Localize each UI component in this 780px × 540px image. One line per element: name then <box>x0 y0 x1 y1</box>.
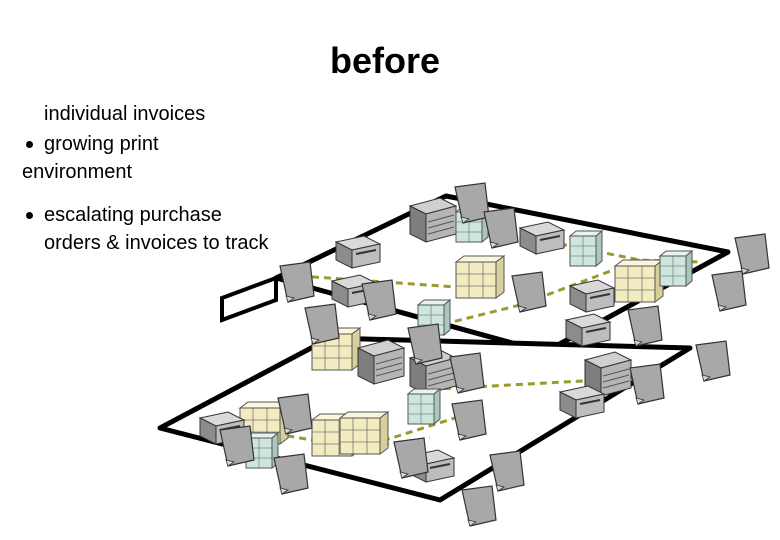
bullet-dot <box>26 212 33 219</box>
bullet-line-individual-invoices: individual invoices <box>44 103 206 125</box>
bullet-item-escalating-line2: orders & invoices to track <box>44 232 269 254</box>
bullet-item-growing-print: growing print <box>44 133 159 155</box>
bullet-item-escalating-line1: escalating purchase <box>44 204 222 226</box>
bullet-dot <box>26 141 33 148</box>
upper-floor-ledge <box>220 275 278 323</box>
slide-title: before <box>330 40 441 81</box>
bullet-item-growing-print-cont: environment <box>22 161 133 183</box>
